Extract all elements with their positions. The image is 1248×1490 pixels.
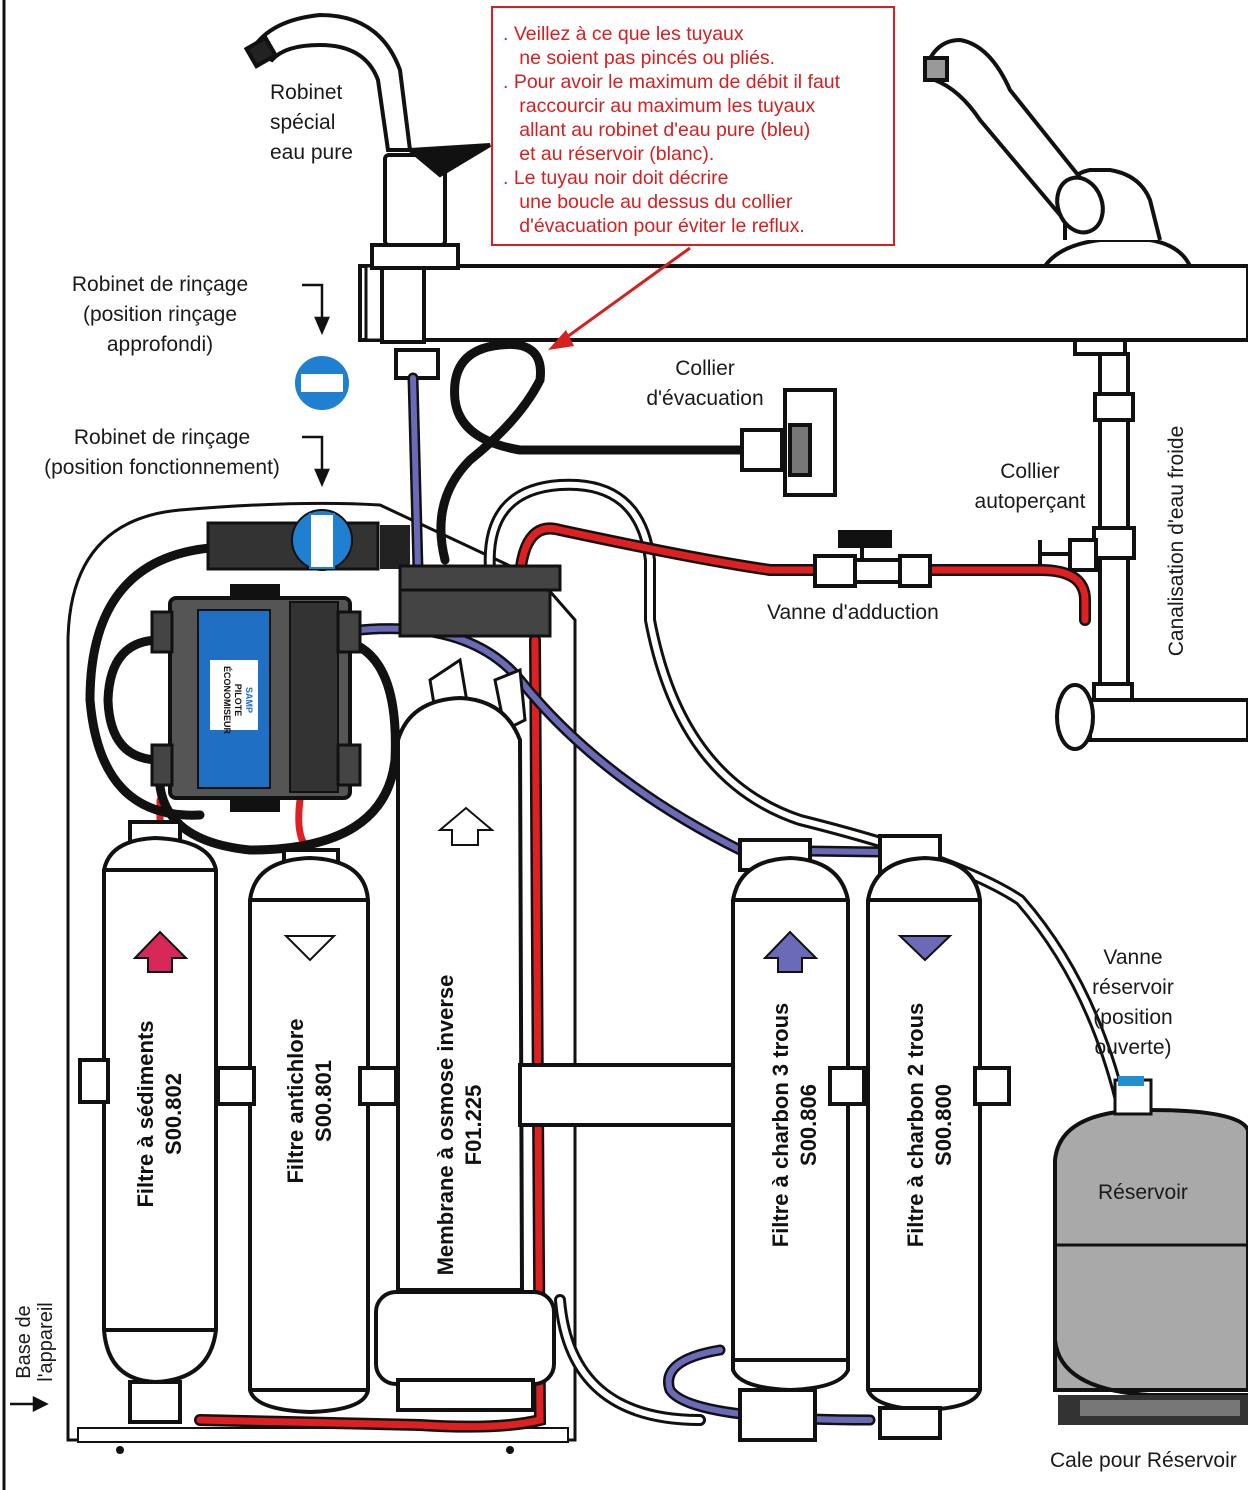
filter-antichlore-label: Filtre antichlore S00.801 bbox=[283, 1018, 336, 1184]
rinse-valve-top-icon bbox=[293, 354, 351, 412]
label-rinse-operation: Robinet de rinçage (position fonctionnem… bbox=[44, 426, 280, 479]
black-drain-tube bbox=[436, 339, 755, 565]
label-cold-pipe: Canalisation d'eau froide bbox=[1165, 425, 1188, 657]
label-reservoir: Réservoir bbox=[1098, 1181, 1188, 1204]
kitchen-faucet bbox=[922, 37, 1248, 751]
economizer-label: SAMP PILOTE ÉCONOMISEUR bbox=[222, 665, 254, 734]
notice-line: d'évacuation pour éviter le reflux. bbox=[503, 215, 805, 237]
notice-line: allant au robinet d'eau pure (bleu) bbox=[503, 119, 811, 141]
cartridge-charbon3 bbox=[731, 838, 866, 1442]
membrane-head bbox=[398, 564, 562, 743]
notice-line: et au réservoir (blanc). bbox=[503, 143, 715, 165]
cartridge-charbon2 bbox=[866, 834, 1011, 1440]
cartridge-sediments bbox=[78, 820, 218, 1424]
notice-line: raccourcir au maximum les tuyaux bbox=[503, 95, 816, 117]
label-reservoir-valve: Vanne réservoir (position ouverte) bbox=[1092, 946, 1174, 1059]
label-drain-clamp: Collier d'évacuation bbox=[646, 357, 764, 410]
label-inlet-valve: Vanne d'adduction bbox=[767, 601, 939, 624]
notice-arrow bbox=[548, 246, 691, 350]
notice-line: . Pour avoir le maximum de débit il faut bbox=[503, 71, 841, 93]
countertop bbox=[358, 264, 1248, 342]
arrow-down-white-icon bbox=[283, 935, 337, 962]
notice-line: . Veillez à ce que les tuyaux bbox=[503, 23, 744, 45]
label-rinse-deep: Robinet de rinçage (position rinçage app… bbox=[71, 273, 249, 356]
notice-line: . Le tuyau noir doit décrire bbox=[503, 167, 729, 189]
bracket bbox=[518, 1063, 740, 1127]
filter-charbon2-label: Filtre à charbon 2 trous S00.800 bbox=[903, 1002, 956, 1248]
cartridge-antichlore bbox=[216, 848, 398, 1415]
rinse-valve-unit bbox=[206, 509, 410, 571]
inlet-valve bbox=[813, 530, 932, 588]
filter-sediments-label: Filtre à sédiments S00.802 bbox=[133, 1020, 186, 1208]
label-reservoir-stand: Cale pour Réservoir bbox=[1050, 1449, 1237, 1472]
pointer-arrows bbox=[10, 283, 330, 1413]
label-pure-water-faucet: Robinet spécial eau pure bbox=[270, 81, 353, 164]
drain-clamp bbox=[740, 388, 837, 497]
membrane-label: Membrane à osmose inverse F01.225 bbox=[433, 974, 486, 1276]
foot bbox=[506, 1446, 514, 1454]
notice-line: ne soient pas pincés ou pliés. bbox=[503, 47, 776, 69]
label-saddle-clamp: Collier autoperçant bbox=[974, 460, 1086, 513]
arrow-up-white-icon bbox=[437, 806, 495, 846]
economizer-block bbox=[150, 584, 362, 812]
reservoir-tank bbox=[1053, 1076, 1248, 1425]
label-unit-base: Base de l'appareil bbox=[13, 1302, 57, 1382]
filter-charbon3-label: Filtre à charbon 3 trous S00.806 bbox=[768, 1002, 821, 1248]
foot bbox=[116, 1446, 124, 1454]
notice-line: une boucle au dessus du collier bbox=[503, 191, 793, 213]
cartridge-membrane bbox=[374, 695, 556, 1412]
pure-water-faucet bbox=[243, 12, 492, 380]
arrow-down-blue-icon bbox=[897, 935, 953, 962]
arrow-up-blue-icon bbox=[762, 930, 819, 973]
warning-notice: . Veillez à ce que les tuyaux ne soient … bbox=[491, 6, 895, 246]
arrow-up-red-icon bbox=[132, 930, 189, 973]
